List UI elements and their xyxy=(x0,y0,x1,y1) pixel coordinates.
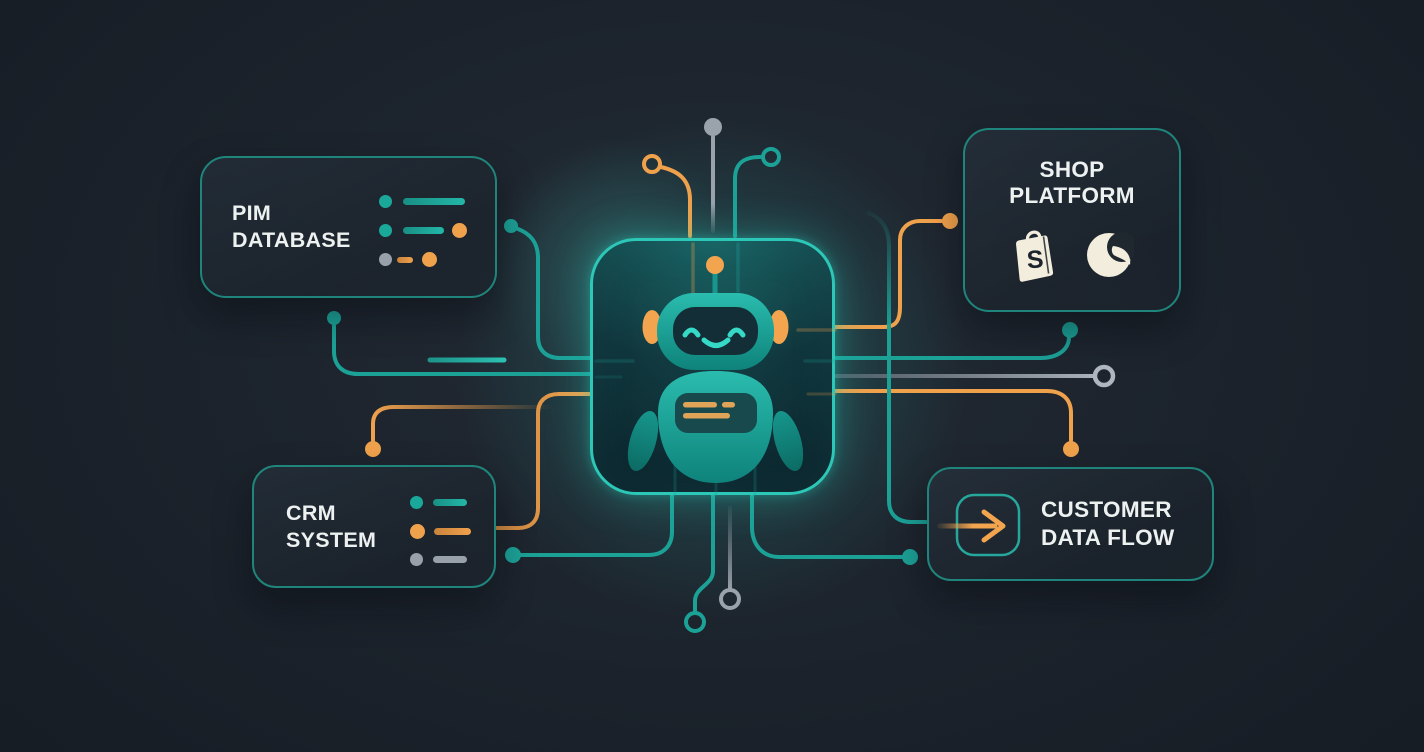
top-traces xyxy=(642,118,781,238)
ai-bot-node xyxy=(590,238,837,497)
customer-data-flow-label: CUSTOMER DATA FLOW xyxy=(1041,496,1175,552)
list-row xyxy=(379,223,467,238)
bullet-dot-icon xyxy=(410,523,425,539)
pim-database-node: PIM DATABASE xyxy=(200,156,497,298)
shopify-bag-logo: S xyxy=(1016,230,1054,282)
connector-dot-gray xyxy=(704,118,722,136)
data-bar xyxy=(433,556,467,563)
connector-dot-orange xyxy=(365,441,381,457)
shop-label-line2: PLATFORM xyxy=(1009,183,1135,208)
pim-label-line1: PIM xyxy=(232,201,272,225)
shopware-logo xyxy=(1087,232,1134,277)
arm-left xyxy=(627,410,659,472)
data-bar xyxy=(403,227,444,234)
trace-bot-to-customer xyxy=(867,211,928,524)
shop-logos: S xyxy=(965,226,1179,284)
pim-label-line2: DATABASE xyxy=(232,228,351,252)
bullet-dot-icon xyxy=(410,553,423,566)
chest-text-lines xyxy=(683,402,735,419)
bullet-dot-icon xyxy=(379,195,392,208)
connector-ring-gray xyxy=(1092,364,1116,388)
crm-system-node: CRM SYSTEM xyxy=(252,465,496,588)
trace-top-orange xyxy=(659,165,692,238)
connector-dot-orange xyxy=(942,213,958,229)
bullet-dot-icon xyxy=(422,252,437,267)
robot-face xyxy=(682,327,746,348)
data-bar xyxy=(397,256,413,263)
connector-ring-teal xyxy=(684,611,706,633)
robot-visor xyxy=(673,307,758,355)
trace-bot-bottom-right xyxy=(750,493,903,559)
data-list-rows-icon xyxy=(410,495,471,567)
data-bar xyxy=(403,198,465,205)
trace-orange-stub xyxy=(371,405,555,442)
connector-dot-teal xyxy=(504,219,518,233)
arm-right xyxy=(772,410,804,472)
customer-label-line2: DATA FLOW xyxy=(1041,525,1175,550)
smile-mouth xyxy=(701,337,731,348)
connector-ring-gray xyxy=(719,588,741,610)
connector-dot-teal xyxy=(1062,322,1078,338)
shop-label-line1: SHOP xyxy=(1039,157,1105,182)
trace-pim-right-to-bot xyxy=(516,227,592,360)
data-list-rows-icon xyxy=(379,194,467,267)
pim-database-label: PIM DATABASE xyxy=(232,200,351,254)
data-bar xyxy=(433,499,467,506)
customer-label-line1: CUSTOMER xyxy=(1041,497,1172,522)
trace-right-teal xyxy=(834,331,1071,360)
chatbot-robot-icon xyxy=(594,242,837,497)
customer-data-flow-node: CUSTOMER DATA FLOW xyxy=(927,467,1214,581)
trace-right-orange xyxy=(834,389,1073,442)
crm-label-line2: SYSTEM xyxy=(286,527,377,552)
connector-dot-teal xyxy=(902,549,918,565)
shop-platform-label: SHOP PLATFORM xyxy=(965,157,1179,209)
connector-ring-teal xyxy=(761,147,781,167)
ear-right xyxy=(769,310,789,344)
list-row xyxy=(410,495,471,510)
trace-bot-to-shop xyxy=(834,219,943,329)
arrow-right-icon xyxy=(937,493,1021,557)
eye-left xyxy=(682,327,701,338)
bullet-dot-icon xyxy=(452,223,467,238)
list-row xyxy=(410,523,471,539)
data-bar xyxy=(434,527,471,535)
eye-right xyxy=(727,327,746,338)
crm-system-label: CRM SYSTEM xyxy=(286,500,376,554)
list-row xyxy=(379,194,467,209)
connector-dot-teal xyxy=(327,311,341,325)
shop-platform-node: SHOP PLATFORM S xyxy=(963,128,1181,312)
list-row xyxy=(410,552,471,567)
crm-label-line1: CRM xyxy=(286,500,336,525)
trace-bot-bottom-ring xyxy=(693,493,715,614)
ear-left xyxy=(642,310,662,344)
connector-dot-orange xyxy=(1063,441,1079,457)
shopify-letter: S xyxy=(1026,245,1045,274)
antenna-ball xyxy=(706,256,724,274)
trace-bot-bottom-left xyxy=(519,493,674,557)
bottom-traces xyxy=(505,493,918,633)
list-row xyxy=(379,252,467,267)
bullet-dot-icon xyxy=(379,253,392,266)
connector-ring-orange xyxy=(642,154,662,174)
trace-top-teal xyxy=(733,155,762,238)
trace-pim-bottom-to-bot xyxy=(332,324,592,376)
bullet-dot-icon xyxy=(379,224,392,237)
bullet-dot-icon xyxy=(410,496,423,509)
trace-crm-to-bot xyxy=(495,392,592,530)
connector-dot-teal xyxy=(505,547,521,563)
